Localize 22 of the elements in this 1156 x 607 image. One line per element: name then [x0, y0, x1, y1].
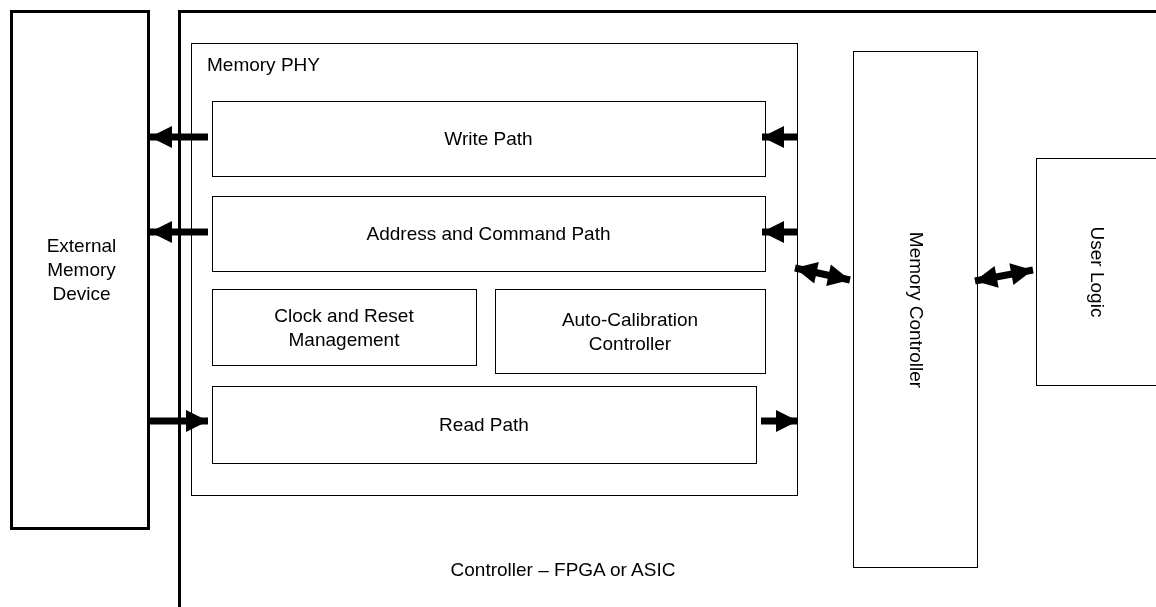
- block-label: Read Path: [438, 413, 530, 437]
- block-label: User Logic: [1086, 226, 1109, 318]
- logic-block: [1036, 158, 1156, 386]
- process-box: [212, 196, 766, 272]
- arrow: [794, 261, 851, 287]
- block-label: Address and Command Path: [365, 222, 612, 246]
- block-label: Clock and Reset Management: [273, 303, 415, 352]
- phy-block: [191, 43, 798, 496]
- block-label: Write Path: [443, 127, 534, 151]
- device-box: [10, 10, 150, 530]
- arrow: [974, 263, 1034, 288]
- region-label: Controller – FPGA or ASIC: [449, 558, 677, 582]
- block-label: Memory PHY: [207, 53, 320, 77]
- controller-region: [178, 10, 1156, 607]
- process-box: [495, 289, 766, 374]
- controller-block: [853, 51, 978, 568]
- process-box: [212, 101, 766, 177]
- process-box: [212, 386, 757, 464]
- block-label: Memory Controller: [904, 231, 928, 388]
- block-label: External Memory Device: [45, 234, 118, 306]
- process-box: [212, 289, 477, 366]
- block-label: Auto-Calibration Controller: [560, 307, 700, 356]
